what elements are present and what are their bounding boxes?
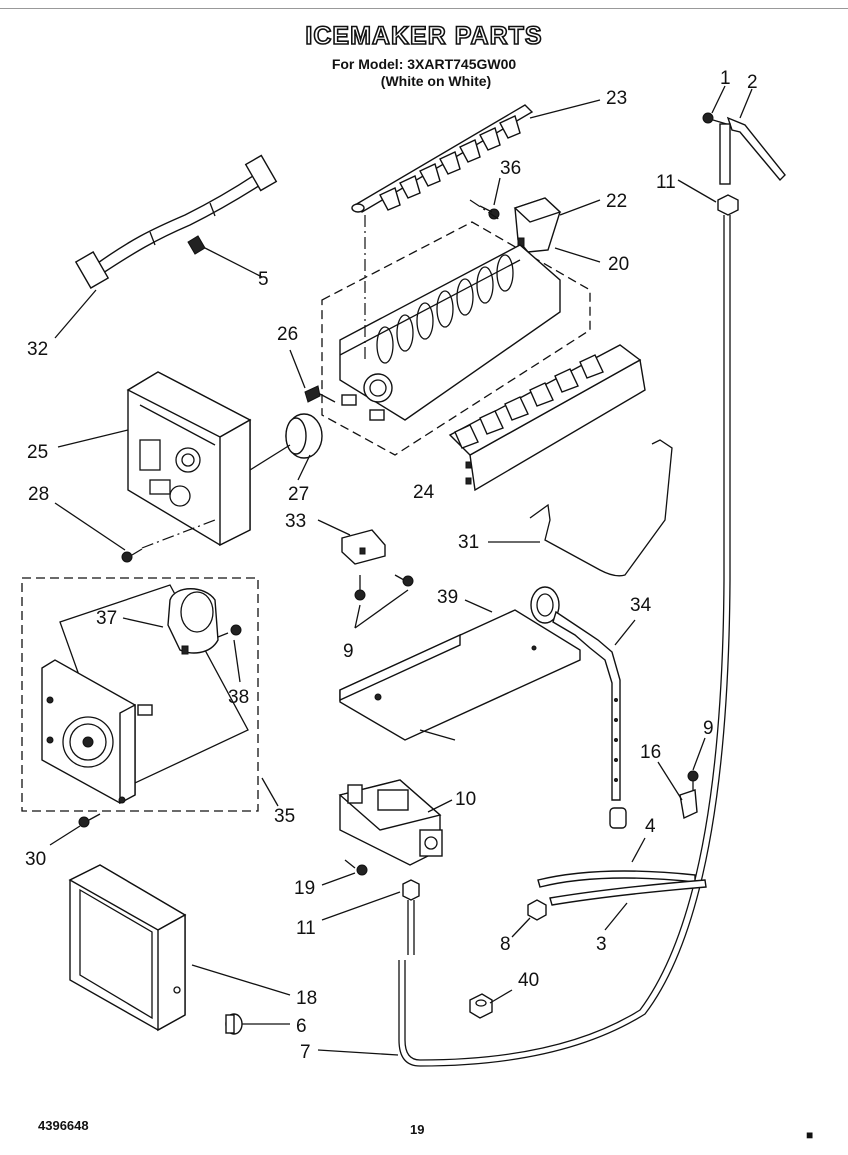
page-number: 19 <box>410 1122 425 1137</box>
part-9-screw-b <box>687 770 699 790</box>
part-40-nut <box>469 993 493 1019</box>
callout-24: 24 <box>413 482 435 503</box>
callout-20: 20 <box>608 254 629 275</box>
callout-8: 8 <box>500 934 511 955</box>
part-35-module <box>41 659 153 805</box>
callout-31: 31 <box>458 532 479 553</box>
part-37-motor <box>167 588 219 655</box>
callout-36: 36 <box>500 158 521 179</box>
part-7-water-tube-edge <box>398 235 731 1067</box>
registration-mark: ■ <box>806 1128 814 1142</box>
part-31-shutoff-arm <box>529 439 673 577</box>
callout-2: 2 <box>747 72 758 93</box>
callout-39: 39 <box>437 587 458 608</box>
part-32-wire-harness <box>74 154 278 289</box>
callout-3: 3 <box>596 934 607 955</box>
part-28-screw <box>121 548 143 563</box>
callout-18: 18 <box>296 988 317 1009</box>
callout-34: 34 <box>630 595 652 616</box>
color-line: (White on White) <box>380 73 492 89</box>
callout-5: 5 <box>258 269 269 290</box>
part-18-cover <box>68 864 187 1032</box>
callout-35: 35 <box>274 806 295 827</box>
callout-16: 16 <box>640 742 661 763</box>
callout-9a: 9 <box>343 641 354 662</box>
callout-25: 25 <box>27 442 48 463</box>
callout-40: 40 <box>518 970 539 991</box>
part-26-clip <box>304 385 336 403</box>
part-30-screw <box>78 813 101 828</box>
callout-28: 28 <box>28 484 49 505</box>
callout-11b: 11 <box>296 918 316 939</box>
part-36-screw <box>479 205 500 220</box>
leader-lines <box>49 85 753 1056</box>
part-8-nut <box>527 899 547 921</box>
callout-4: 4 <box>645 816 656 837</box>
part-5-clip <box>187 235 206 255</box>
callout-11a: 11 <box>656 172 676 193</box>
part-38-screw <box>217 624 242 638</box>
part-10-water-valve <box>338 779 443 866</box>
part-25-control-housing <box>126 371 252 547</box>
model-line: For Model: 3XART745GW00 <box>331 56 517 72</box>
callout-10: 10 <box>455 789 476 810</box>
part-39-shield <box>339 609 581 741</box>
callout-30: 30 <box>25 849 46 870</box>
guide-line <box>141 519 216 549</box>
part-11-nut-bottom <box>402 879 420 955</box>
part-35-assembly-box <box>21 577 259 812</box>
part-11-nut-top <box>717 194 739 216</box>
part-34-inlet-hose <box>530 586 627 829</box>
callout-1: 1 <box>720 68 731 89</box>
callout-32: 32 <box>27 339 48 360</box>
part-22-bracket <box>513 197 562 253</box>
part-23-ejector <box>351 104 534 213</box>
part-33-cover <box>341 529 386 565</box>
part-20-ice-mold <box>321 221 591 456</box>
callout-22: 22 <box>606 191 627 212</box>
part-9-screw-a <box>354 574 414 601</box>
callout-27: 27 <box>288 484 309 505</box>
callout-19: 19 <box>294 878 315 899</box>
callout-37: 37 <box>96 608 117 629</box>
part-27-motor <box>249 413 323 471</box>
callout-9b: 9 <box>703 718 714 739</box>
callout-labels: 1 2 3 4 5 6 7 8 9 9 10 11 11 16 18 19 20… <box>25 68 758 1063</box>
callout-23: 23 <box>606 88 627 109</box>
part-7-water-tube <box>404 235 725 1061</box>
part-3-tube <box>549 879 707 906</box>
page-title: ICEMAKER PARTS <box>305 21 543 51</box>
callout-26: 26 <box>277 324 298 345</box>
part-16-clamp <box>679 789 698 820</box>
part-1-2-fitting <box>702 112 786 185</box>
callout-38: 38 <box>228 687 249 708</box>
part-24-stripper <box>448 344 646 492</box>
callout-33: 33 <box>285 511 306 532</box>
document-number: 4396648 <box>38 1118 89 1133</box>
part-19-screw <box>344 859 368 876</box>
callout-7: 7 <box>300 1042 311 1063</box>
callout-6: 6 <box>296 1016 307 1037</box>
page-top-edge <box>0 0 848 9</box>
guide-line <box>469 199 501 221</box>
part-6-plug <box>225 1013 243 1035</box>
